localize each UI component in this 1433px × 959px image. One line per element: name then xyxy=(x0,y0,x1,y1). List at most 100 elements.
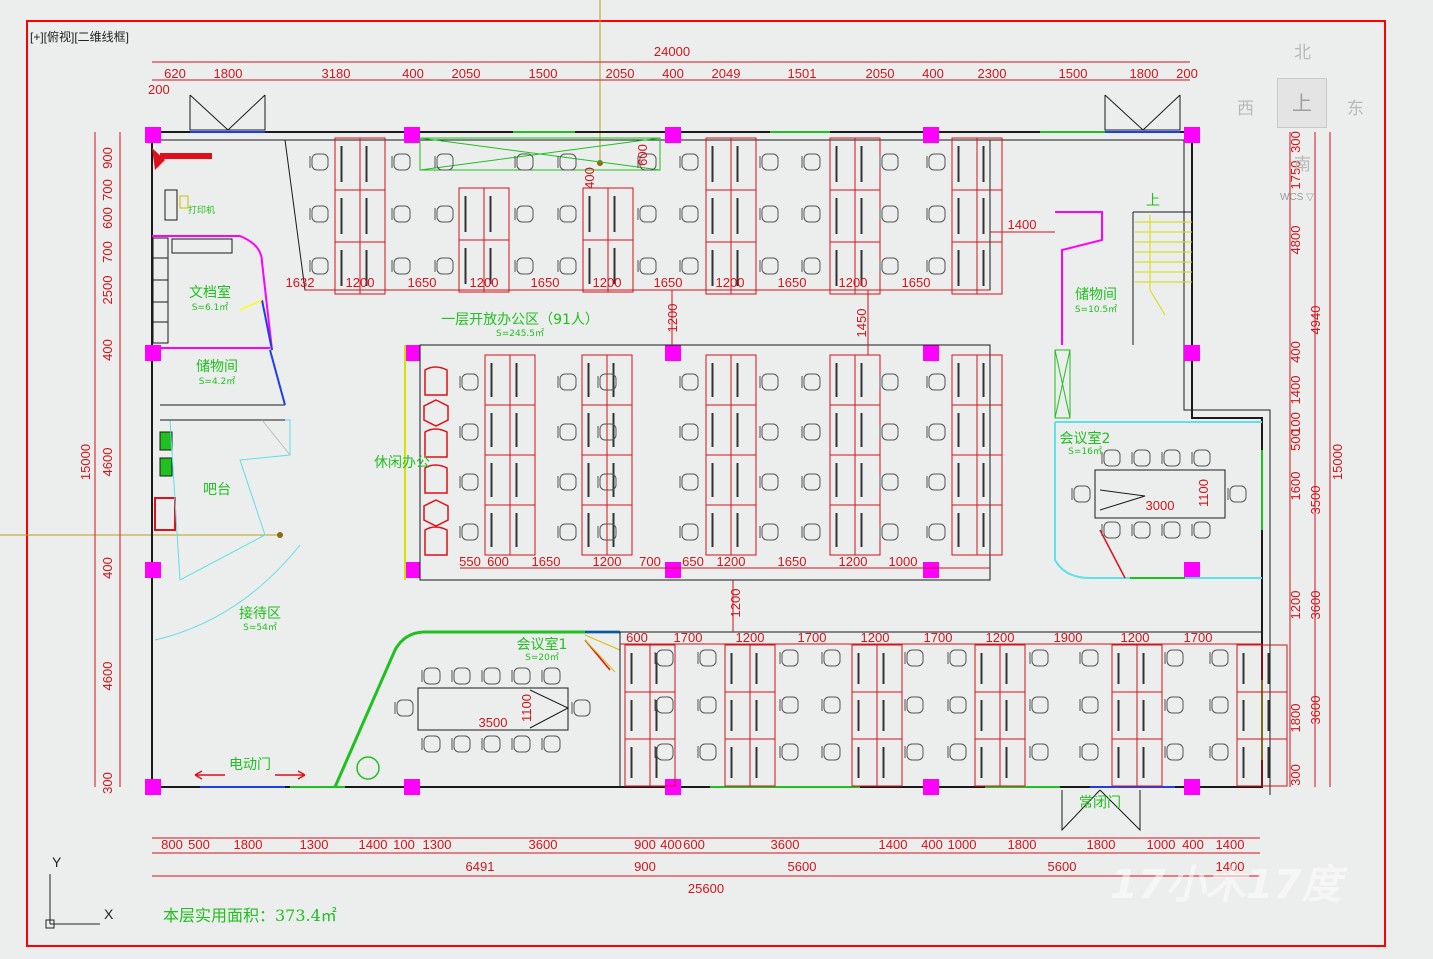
viewport-label[interactable]: [+][俯视][二维线框] xyxy=(30,30,130,44)
chair-seat xyxy=(559,257,577,275)
chair-seat xyxy=(1073,485,1091,503)
wcs-menu[interactable]: WCS ▽ xyxy=(1280,192,1314,203)
chair-seat xyxy=(823,649,841,667)
dim-vertical: 1200 xyxy=(728,589,743,618)
chair xyxy=(514,153,534,171)
chair xyxy=(801,373,821,391)
dim-top: 2300 xyxy=(978,66,1007,81)
dim-top: 400 xyxy=(402,66,424,81)
chair-seat xyxy=(516,205,534,223)
chair xyxy=(557,423,577,441)
chair xyxy=(904,696,924,714)
dim-left: 300 xyxy=(100,772,115,794)
chair-seat xyxy=(928,473,946,491)
dim-mid-desk: 1650 xyxy=(778,554,807,569)
chair xyxy=(801,423,821,441)
dim-bottom-row1: 1300 xyxy=(423,837,452,852)
chair xyxy=(654,743,674,761)
desk-clusters xyxy=(334,137,1288,787)
desk xyxy=(1111,738,1138,787)
dim-bottom-row1: 1400 xyxy=(879,837,908,852)
dim-vertical: 400 xyxy=(582,167,597,189)
chair xyxy=(1191,521,1211,539)
chair xyxy=(801,205,821,223)
dim-right-1: 100 xyxy=(1288,412,1303,434)
desk xyxy=(730,454,757,506)
chair xyxy=(1164,649,1184,667)
chair xyxy=(1161,521,1181,539)
dim-top: 1500 xyxy=(1059,66,1088,81)
desk xyxy=(1136,691,1163,740)
dim-top-desk: 1200 xyxy=(593,275,622,290)
desk xyxy=(1261,691,1288,740)
chair xyxy=(391,153,411,171)
chair xyxy=(1131,521,1151,539)
chair-seat xyxy=(1031,743,1049,761)
chair xyxy=(1101,449,1121,467)
reception-wall xyxy=(333,630,620,788)
desk xyxy=(1261,644,1288,693)
dim-meeting2: 3000 xyxy=(1146,498,1175,513)
chair-seat xyxy=(559,373,577,391)
chair-seat xyxy=(881,473,899,491)
dim-right-1: 1600 xyxy=(1288,472,1303,501)
dim-vertical: 1450 xyxy=(854,309,869,338)
chair-seat xyxy=(1166,743,1184,761)
viewcube-south[interactable]: 南 xyxy=(1294,155,1311,175)
dim-bottom-row1: 800 xyxy=(161,837,183,852)
chair xyxy=(759,153,779,171)
chair xyxy=(879,423,899,441)
chair xyxy=(1209,743,1229,761)
chair-seat xyxy=(761,423,779,441)
chair-seat xyxy=(483,667,501,685)
chair-seat xyxy=(396,699,414,717)
chair-seat xyxy=(543,735,561,753)
chair xyxy=(597,523,617,541)
viewcube-west[interactable]: 西 xyxy=(1237,99,1254,119)
viewcube-east[interactable]: 东 xyxy=(1347,99,1364,119)
viewcube-top-face[interactable]: 上 xyxy=(1277,78,1327,128)
chair xyxy=(801,153,821,171)
chair-seat xyxy=(681,373,699,391)
desk xyxy=(606,404,633,456)
desk xyxy=(359,137,386,191)
chair-seat xyxy=(1081,649,1099,667)
view-cube[interactable]: 北 西 东 南 上 WCS ▽ xyxy=(1232,32,1372,212)
dimension-lines xyxy=(94,61,1331,877)
dim-top: 2050 xyxy=(866,66,895,81)
desk xyxy=(724,738,751,787)
dim-top-desk: 1650 xyxy=(902,275,931,290)
chair-seat xyxy=(1166,696,1184,714)
desk xyxy=(458,187,485,241)
desk xyxy=(606,454,633,506)
chair xyxy=(926,423,946,441)
desk xyxy=(951,137,978,191)
desk xyxy=(724,691,751,740)
chair xyxy=(1191,449,1211,467)
archive-room xyxy=(152,235,273,351)
chair xyxy=(679,153,699,171)
desk xyxy=(951,504,978,556)
chair xyxy=(759,473,779,491)
dim-bottom-row1: 1800 xyxy=(234,837,263,852)
desk xyxy=(509,504,536,556)
chair-seat xyxy=(1193,521,1211,539)
chair-seat xyxy=(656,649,674,667)
meeting-room-2 xyxy=(1054,421,1262,579)
dim-left: 700 xyxy=(100,241,115,263)
desk xyxy=(582,187,609,241)
viewcube-north[interactable]: 北 xyxy=(1294,43,1311,63)
chair xyxy=(759,257,779,275)
room-open-office: 一层开放办公区（91人） xyxy=(441,312,599,328)
meeting-room-1 xyxy=(417,631,621,731)
desk xyxy=(951,241,978,295)
chair xyxy=(511,667,531,685)
chair-seat xyxy=(461,473,479,491)
dim-mid-desk: 1200 xyxy=(717,554,746,569)
desk xyxy=(606,504,633,556)
chair xyxy=(451,735,471,753)
chair xyxy=(391,205,411,223)
chair-seat xyxy=(311,205,329,223)
chair-seat xyxy=(1193,449,1211,467)
dim-top: 2050 xyxy=(606,66,635,81)
